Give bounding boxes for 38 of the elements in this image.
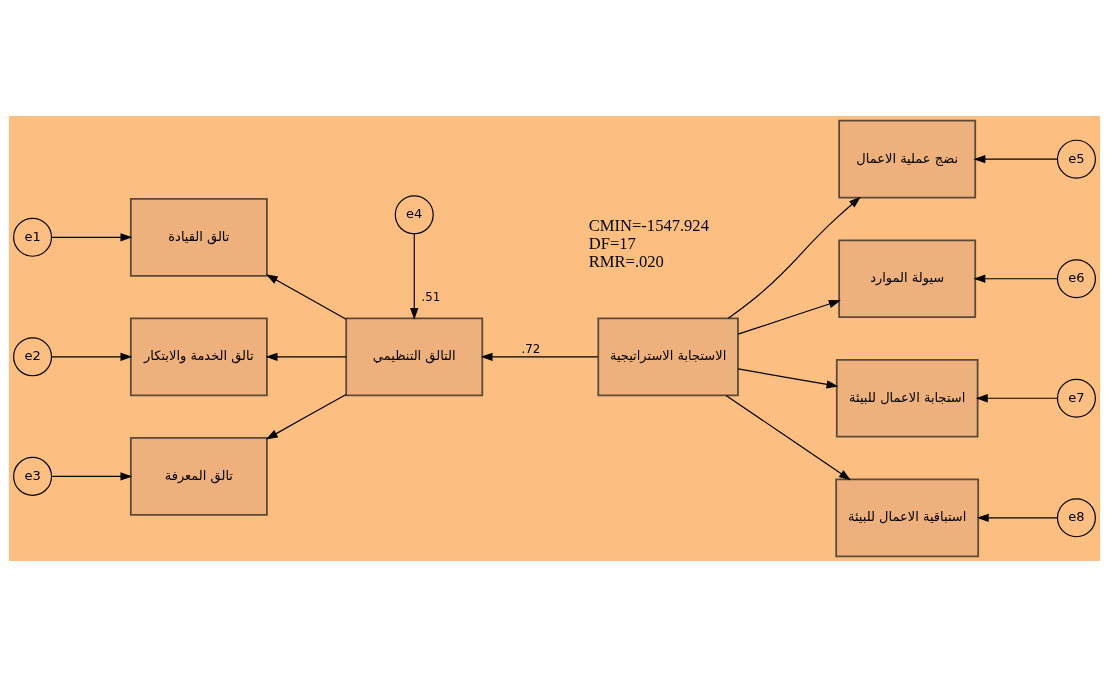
node-box: سيولة الموارد bbox=[838, 239, 977, 319]
node-circle: e6 bbox=[1056, 259, 1096, 299]
node-box: استباقية الاعمال للبيئة bbox=[835, 478, 980, 558]
arrow bbox=[976, 513, 1058, 522]
node-box: تالق المعرفة bbox=[129, 437, 268, 516]
arrow bbox=[737, 300, 841, 335]
label: RMR=.020 bbox=[588, 251, 664, 271]
arrow bbox=[975, 394, 1058, 403]
node-box: نضج عملية الاعمال bbox=[838, 119, 977, 199]
arrow bbox=[973, 274, 1058, 283]
arrow bbox=[737, 368, 839, 389]
node-box: تالق القيادة bbox=[129, 197, 268, 277]
arrow bbox=[51, 352, 133, 361]
arrow bbox=[265, 274, 347, 320]
node-circle: e4 bbox=[394, 195, 434, 235]
node-box: استجابة الاعمال للبيئة bbox=[835, 358, 979, 438]
node-circle: e3 bbox=[13, 456, 53, 496]
node-circle: e7 bbox=[1056, 378, 1096, 418]
node-circle: e2 bbox=[13, 337, 53, 377]
label: CMIN=-1547.924 bbox=[588, 216, 709, 236]
arrow bbox=[265, 352, 347, 361]
node-box: الاستجابة الاستراتيجية bbox=[597, 317, 739, 397]
node-box: التالق التنظيمي bbox=[345, 317, 484, 397]
node-circle: e5 bbox=[1056, 139, 1096, 179]
node-box: تالق الخدمة والابتكار bbox=[129, 317, 268, 397]
edge-label: .72 bbox=[521, 342, 541, 357]
label: DF=17 bbox=[588, 233, 636, 253]
arrow bbox=[480, 352, 599, 361]
node-circle: e1 bbox=[13, 217, 53, 257]
arrow bbox=[51, 233, 133, 242]
arrow bbox=[973, 155, 1058, 164]
arrow bbox=[410, 233, 419, 320]
arrow bbox=[51, 472, 133, 481]
node-circle: e8 bbox=[1056, 498, 1096, 538]
node-label: .51 bbox=[421, 290, 441, 305]
arrow bbox=[265, 393, 347, 440]
arrow bbox=[727, 196, 861, 319]
arrow bbox=[725, 394, 851, 481]
